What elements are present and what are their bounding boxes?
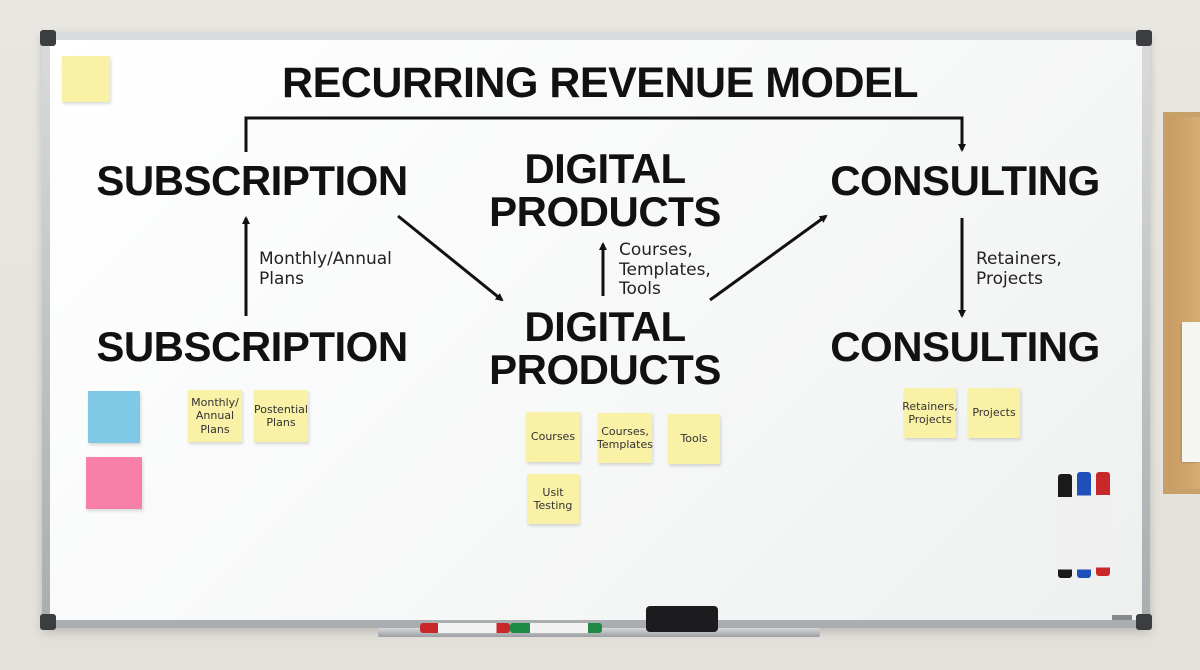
marker-black bbox=[1058, 474, 1072, 578]
sticky-note-tools: Tools bbox=[668, 414, 720, 464]
board-title: RECURRING REVENUE MODEL bbox=[282, 59, 918, 107]
sticky-note-blue bbox=[88, 391, 140, 443]
sticky-note-corner bbox=[62, 56, 110, 102]
heading-subscription-bottom: SUBSCRIPTION bbox=[96, 323, 408, 370]
label-retainers-projects: Retainers, Projects bbox=[976, 249, 1062, 289]
frame-corner-tr bbox=[1136, 30, 1152, 46]
heading-consulting-top: CONSULTING bbox=[830, 157, 1100, 204]
sticky-note-monthly-annual: Monthly/ Annual Plans bbox=[188, 390, 242, 442]
tray-marker-red bbox=[420, 623, 510, 633]
sticky-note-unit-testing: Usit Testing bbox=[527, 474, 579, 524]
frame-corner-tl bbox=[40, 30, 56, 46]
heading-digital-products-bottom: DIGITAL PRODUCTS bbox=[489, 303, 721, 393]
frame-label bbox=[1112, 615, 1132, 620]
heading-digital-products-top: DIGITAL PRODUCTS bbox=[489, 145, 721, 235]
sticky-note-pink bbox=[86, 457, 142, 509]
marker-blue bbox=[1077, 472, 1091, 578]
eraser bbox=[646, 606, 718, 632]
pinned-paper bbox=[1182, 322, 1200, 462]
tray-marker-green bbox=[510, 623, 602, 633]
sticky-note-courses-templates: Courses, Templates bbox=[597, 413, 653, 463]
sticky-note-courses: Courses bbox=[526, 412, 580, 462]
sticky-note-retainers-projects: Retainers, Projects bbox=[902, 388, 958, 438]
label-courses-templates-tools: Courses, Templates, Tools bbox=[619, 240, 711, 300]
marker-red bbox=[1096, 472, 1110, 576]
sticky-note-projects: Projects bbox=[968, 388, 1020, 438]
heading-subscription-top: SUBSCRIPTION bbox=[96, 157, 408, 204]
sticky-note-potential-plans: Postential Plans bbox=[254, 390, 308, 442]
frame-corner-bl bbox=[40, 614, 56, 630]
heading-consulting-bottom: CONSULTING bbox=[830, 323, 1100, 370]
label-monthly-annual: Monthly/Annual Plans bbox=[259, 249, 392, 289]
frame-corner-br bbox=[1136, 614, 1152, 630]
